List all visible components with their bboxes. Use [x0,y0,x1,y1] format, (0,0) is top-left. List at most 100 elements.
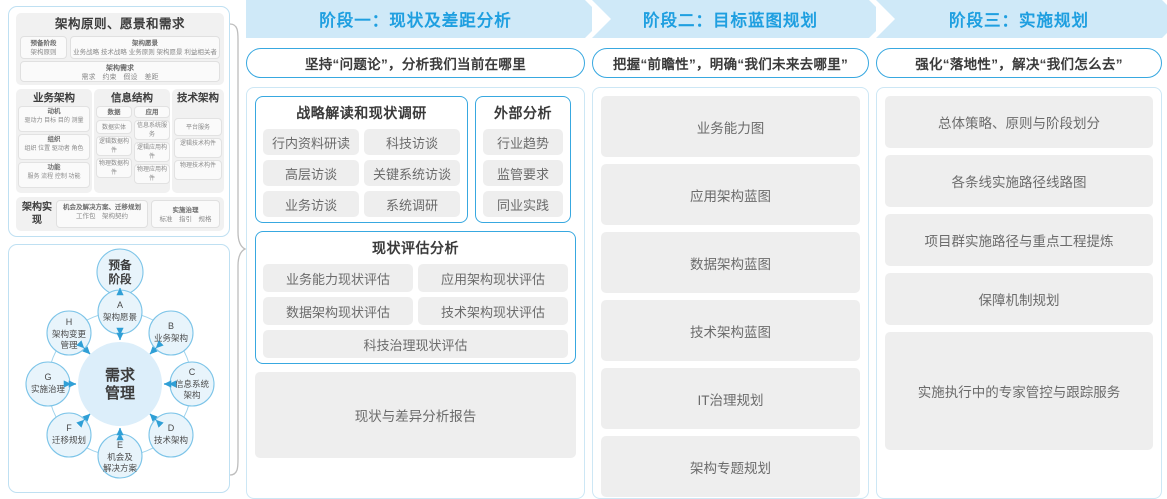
blueprint-item[interactable]: 架构专题规划 [601,436,860,497]
external-item[interactable]: 行业趋势 [483,129,563,155]
blueprint-item[interactable]: IT治理规划 [601,368,860,429]
gap-analysis-report-chip[interactable]: 现状与差异分析报告 [255,372,576,458]
implementation-governance-box: 实施治理 标准 指引 规格 [151,200,220,228]
blueprint-item[interactable]: 业务能力图 [601,96,860,157]
left-panel: 架构原则、愿景和需求 预备阶段 架构原则 架构愿景 业务战略 技术战略 业务原则… [8,6,230,493]
blueprint-item[interactable]: 应用架构蓝图 [601,164,860,225]
adm-node-d-key: D [168,423,175,433]
physical-data-component-box: 物理数据构件 [96,158,132,178]
opportunity-items: 工作包 架构契约 [76,213,128,220]
arrow-d-center [149,413,164,428]
phase-3-body: 总体策略、原则与阶段划分 各条线实施路径线路图 项目群实施路径与重点工程提炼 保… [876,87,1162,499]
phase-1-column: 阶段一：现状及差距分析 坚持“问题论”，分析我们当前在哪里 战略解读和现状调研 … [246,0,604,499]
implementation-item[interactable]: 保障机制规划 [885,273,1153,325]
technology-architecture-header: 技术架构 [177,92,219,104]
survey-item[interactable]: 关键系统访谈 [364,160,460,186]
togaf-framework-card: 架构原则、愿景和需求 预备阶段 架构原则 架构愿景 业务战略 技术战略 业务原则… [8,6,230,237]
phase-1-chevron-label: 阶段一：现状及差距分析 [319,12,512,30]
arch-requirements-items: 需求 约束 假设 差距 [81,74,159,81]
platform-service-box: 平台服务 [174,118,222,136]
organization-items: 组织 位置 驱动者 角色 [24,145,84,152]
organization-title: 组织 [47,136,61,143]
phase-3-subtitle: 强化“落地性”，解决“我们怎么去” [876,48,1162,78]
assessment-item[interactable]: 技术架构现状评估 [418,297,568,325]
prep-stage-items: 架构原则 [30,49,57,56]
business-architecture-column: 业务架构 动机 驱动力 目标 目的 测量 组织 组织 位置 驱动者 角色 功能 [16,89,92,193]
opportunity-title: 机会及解决方案、迁移规划 [63,204,141,211]
adm-node-f-label: 迁移规划 [52,435,86,445]
application-subcolumn-title: 应用 [134,106,170,118]
adm-node-g-key: G [44,372,51,382]
phase-2-column: 阶段二：目标蓝图规划 把握“前瞻性”，明确“我们未来去哪里” 业务能力图 应用架… [592,0,888,499]
business-architecture-header: 业务架构 [33,92,75,104]
arch-vision-box: 架构愿景 业务战略 技术战略 业务原则 架构愿景 利益相关者 [70,36,220,59]
architecture-principles-group: 架构原则、愿景和需求 预备阶段 架构原则 架构愿景 业务战略 技术战略 业务原则… [16,13,224,85]
adm-prep-label-1: 预备 [109,258,132,272]
adm-center-label-1: 需求 [105,366,136,384]
technology-architecture-column: 技术架构 平台服务 逻辑技术构件 物理技术构件 [172,89,224,193]
arch-vision-items: 业务战略 技术战略 业务原则 架构愿景 利益相关者 [73,49,217,56]
logical-data-component-box: 逻辑数据构件 [96,136,132,156]
survey-item[interactable]: 系统调研 [364,191,460,217]
motivation-title: 动机 [47,108,61,115]
adm-node-d-label: 技术架构 [154,435,188,445]
external-analysis-grid: 行业趋势 监管要求 同业实践 [483,129,563,217]
arrow-h-center [76,340,91,355]
architecture-realization-group: 架构实现 机会及解决方案、迁移规划 工作包 架构契约 实施治理 标准 指引 规格 [16,197,224,231]
external-item[interactable]: 监管要求 [483,160,563,186]
strategy-survey-grid: 行内资料研读 科技访谈 高层访谈 关键系统访谈 业务访谈 系统调研 [263,129,460,217]
phase-2-chevron-header: 阶段二：目标蓝图规划 [592,0,888,38]
physical-tech-component-box: 物理技术构件 [174,160,222,180]
adm-node-g-label: 实施治理 [31,384,66,394]
external-analysis-box: 外部分析 行业趋势 监管要求 同业实践 [475,96,571,223]
external-item[interactable]: 同业实践 [483,191,563,217]
phase-3-stack: 总体策略、原则与阶段划分 各条线实施路径线路图 项目群实施路径与重点工程提炼 保… [885,96,1153,450]
adm-node-c-label-2: 架构 [183,390,200,400]
survey-item[interactable]: 科技访谈 [364,129,460,155]
arrow-f-center [76,413,91,428]
information-system-service-box: 信息系统服务 [134,120,170,140]
governance-title: 实施治理 [172,207,199,214]
data-subcolumn-title: 数据 [96,106,132,118]
survey-item[interactable]: 高层访谈 [263,160,359,186]
implementation-item[interactable]: 各条线实施路径线路图 [885,155,1153,207]
adm-node-h-key: H [66,317,73,327]
phase-2-subtitle: 把握“前瞻性”，明确“我们未来去哪里” [592,48,869,78]
phase-1-chevron-header: 阶段一：现状及差距分析 [246,0,604,38]
prep-stage-box: 预备阶段 架构原则 [20,36,67,59]
phase-2-body: 业务能力图 应用架构蓝图 数据架构蓝图 技术架构蓝图 IT治理规划 架构专题规划 [592,87,869,499]
adm-node-c-label-1: 信息系统 [175,379,210,389]
assessment-item[interactable]: 应用架构现状评估 [418,264,568,292]
phase-3-chevron-label: 阶段三：实施规划 [949,12,1089,30]
adm-node-a-key: A [117,300,123,310]
assessment-item[interactable]: 业务能力现状评估 [263,264,413,292]
logical-app-component-box: 逻辑应用构件 [134,142,170,162]
function-box: 功能 服务 流程 控制 功能 [18,162,90,188]
data-subcolumn: 数据 数据实体 逻辑数据构件 物理数据构件 [96,106,132,180]
opportunity-migration-box: 机会及解决方案、迁移规划 工作包 架构契约 [56,200,148,228]
phase-3-chevron-header: 阶段三：实施规划 [876,0,1167,38]
physical-app-component-box: 物理应用构件 [134,164,170,184]
survey-item[interactable]: 业务访谈 [263,191,359,217]
implementation-item[interactable]: 实施执行中的专家管控与跟踪服务 [885,332,1153,450]
arch-requirements-box: 架构需求 需求 约束 假设 差距 [20,61,220,82]
implementation-item[interactable]: 项目群实施路径与重点工程提炼 [885,214,1153,266]
phase-3-column: 阶段三：实施规划 强化“落地性”，解决“我们怎么去” 总体策略、原则与阶段划分 … [876,0,1167,499]
blueprint-item[interactable]: 数据架构蓝图 [601,232,860,293]
application-subcolumn: 应用 信息系统服务 逻辑应用构件 物理应用构件 [134,106,170,186]
blueprint-item[interactable]: 技术架构蓝图 [601,300,860,361]
adm-node-e-label-2: 解决方案 [103,463,138,473]
adm-cycle-diagram: 需求 管理 预备 阶段 A 架构愿景 B 业务架构 C 信息系统 架构 [25,248,215,479]
survey-item[interactable]: 行内资料研读 [263,129,359,155]
motivation-box: 动机 驱动力 目标 目的 测量 [18,106,90,132]
organization-box: 组织 组织 位置 驱动者 角色 [18,134,90,160]
assessment-item-full[interactable]: 科技治理现状评估 [263,330,568,358]
adm-node-b-label: 业务架构 [154,333,188,343]
assessment-item[interactable]: 数据架构现状评估 [263,297,413,325]
architecture-realization-label: 架构实现 [22,202,52,226]
adm-node-b-key: B [168,321,174,331]
implementation-item[interactable]: 总体策略、原则与阶段划分 [885,96,1153,148]
strategy-survey-box: 战略解读和现状调研 行内资料研读 科技访谈 高层访谈 关键系统访谈 业务访谈 系… [255,96,468,223]
logical-tech-component-box: 逻辑技术构件 [174,138,222,158]
arrow-b-center [149,340,164,355]
